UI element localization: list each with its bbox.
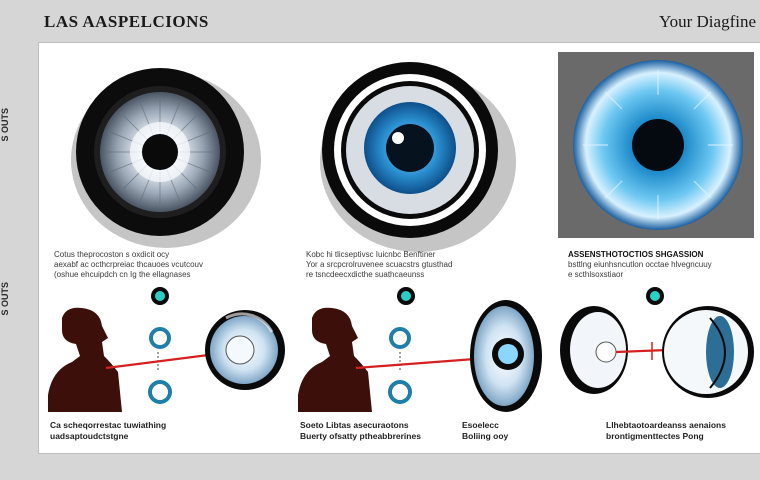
panel-3-caption: ASSENSTHOTOCTIOS SHGASSION bsttlng eiunh…: [568, 250, 754, 280]
caption-line: Cotus theprocoston s oxdicit ocy: [54, 250, 170, 259]
caption-line: Kobc hi tlicseptivsc Iuicnbc Benftiner: [306, 250, 436, 259]
caption-line: aexabf ac octhcrpreiac thcauoes vcutcouv: [54, 260, 203, 269]
main-title: LAS AASPELCIONS: [44, 12, 209, 31]
procedure-diagram-right: [560, 287, 754, 398]
eye-blue-illustration: [320, 62, 516, 252]
caption-line: Soeto Libtas asecuraotons: [300, 420, 409, 430]
secondary-title: Your Diagfine: [659, 12, 756, 31]
caption-line: Yor a srcpcrolruvenee scuacstrs gtusthad: [306, 260, 453, 269]
caption-line: Boliing ooy: [462, 431, 509, 441]
bottom-caption-1: Ca scheqorrestac tuwiathing uadsaptoudct…: [50, 420, 166, 442]
caption-line: e scthlsoxstiaor: [568, 270, 624, 279]
panel-1-caption: Cotus theprocoston s oxdicit ocy aexabf …: [54, 250, 274, 280]
caption-line: (oshue ehcuipdch cn Ig the ellagnases: [54, 270, 191, 279]
caption-line: Llhebtaotoardeanss aenaions: [606, 420, 726, 430]
bottom-caption-4: Llhebtaotoardeanss aenaions brontigmentt…: [606, 420, 726, 442]
caption-line: Esoelecc: [462, 420, 499, 430]
procedure-diagram-left: [48, 287, 285, 412]
procedure-diagram-center: [298, 287, 542, 412]
caption-line: bsttlng eiunhsncutlon occtae hlvegncuuy: [568, 260, 712, 269]
caption-line: brontigmenttectes Pong: [606, 431, 704, 441]
caption-line: Buerty ofsatty ptheabbrerines: [300, 431, 421, 441]
eye-gray-illustration: [71, 68, 261, 248]
bottom-caption-2: Soeto Libtas asecuraotons Buerty ofsatty…: [300, 420, 421, 442]
bottom-caption-3: Esoelecc Boliing ooy: [462, 420, 508, 442]
caption-heading: ASSENSTHOTOCTIOS SHGASSION: [568, 250, 704, 259]
caption-line: re tsncdeecxdicthe suathcaeunss: [306, 270, 425, 279]
caption-line: uadsaptoudctstgne: [50, 431, 129, 441]
caption-line: Ca scheqorrestac tuwiathing: [50, 420, 167, 430]
eye-laser-closeup-illustration: [558, 52, 754, 238]
panel-2-caption: Kobc hi tlicseptivsc Iuicnbc Benftiner Y…: [306, 250, 526, 280]
